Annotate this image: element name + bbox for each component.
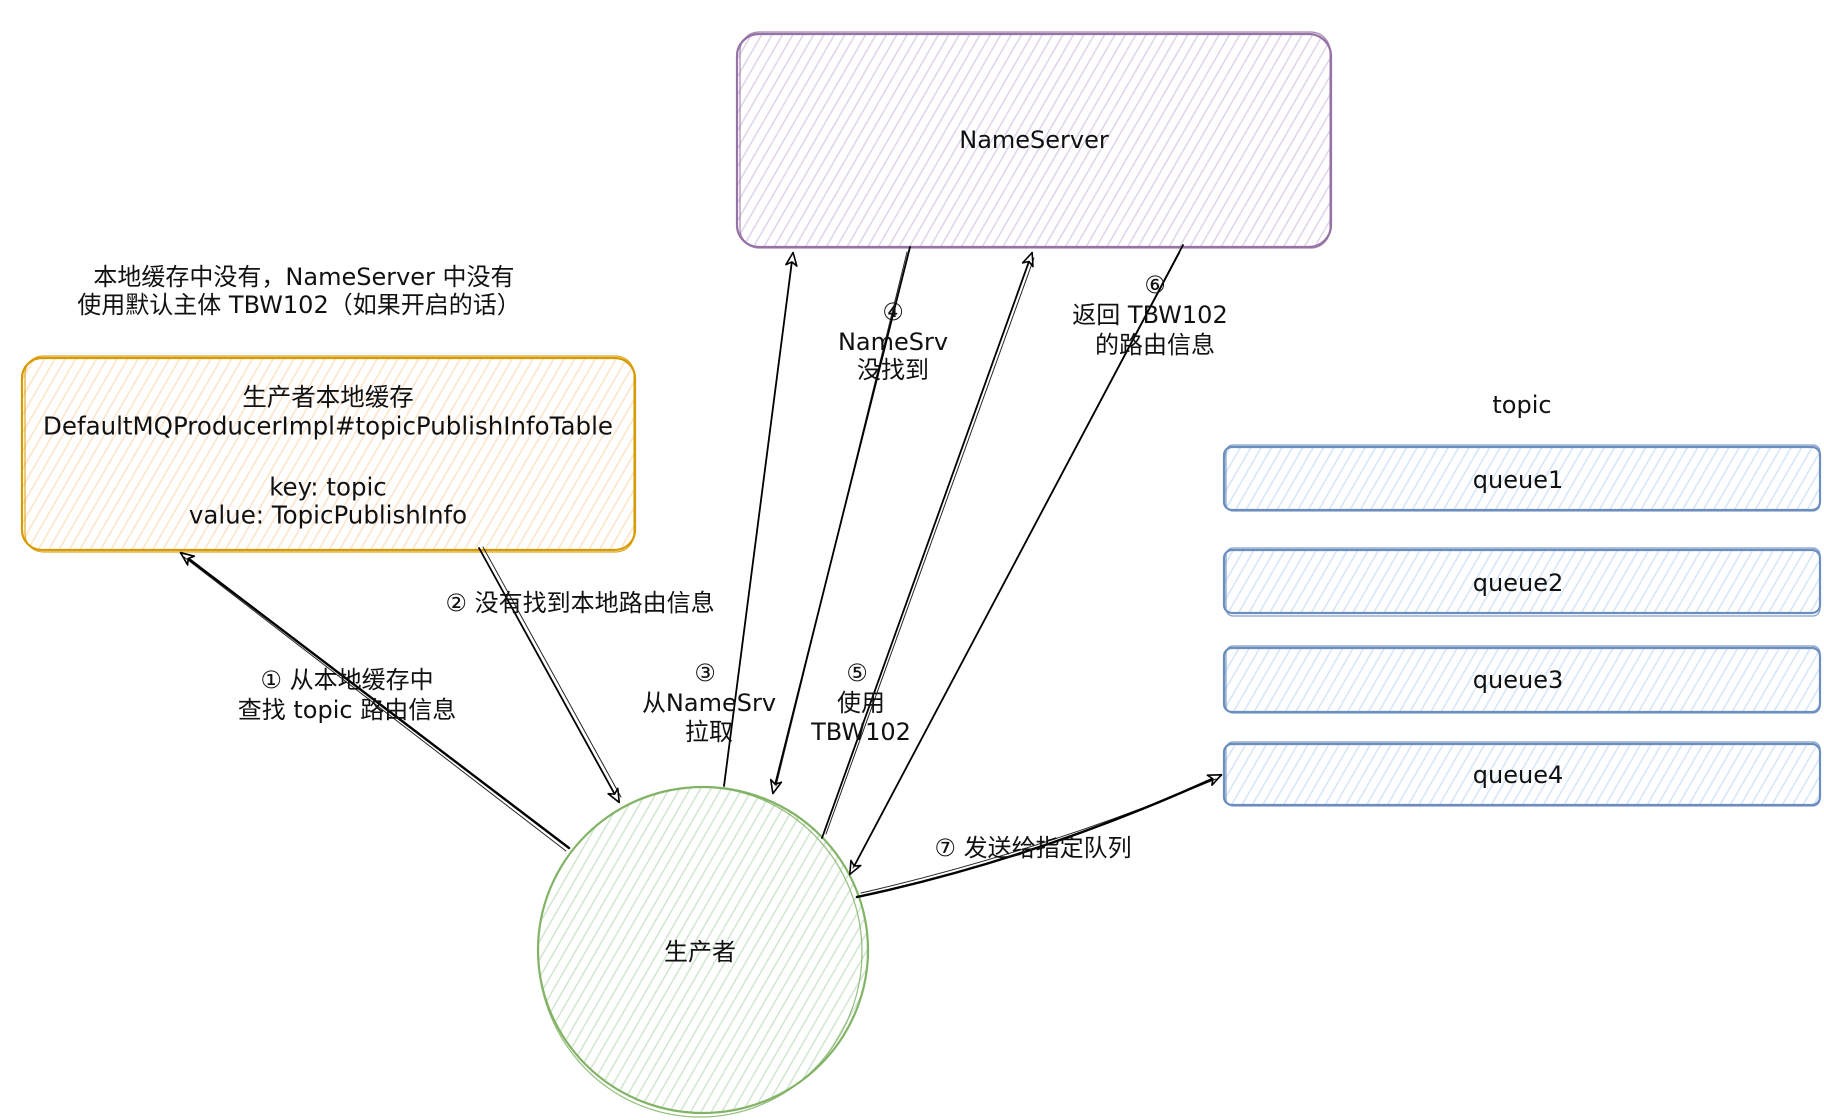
edge-step-2-sketch — [482, 546, 622, 798]
queue-node: queue2 — [1222, 547, 1822, 617]
edge-step-4-label: 没找到 — [857, 356, 929, 384]
edge-step-4: ④ NameSrv 没找到 — [769, 246, 948, 795]
queue-node: queue1 — [1222, 444, 1822, 512]
producer-cache-key: key: topic — [269, 473, 387, 502]
queue-node: queue3 — [1222, 645, 1822, 714]
producer-label: 生产者 — [664, 938, 736, 966]
edge-step-5-sketch — [825, 257, 1035, 835]
queue-box-sketch — [1225, 444, 1821, 512]
edge-step-4-sketch — [775, 251, 908, 787]
producer-node: 生产者 — [536, 785, 870, 1118]
queue-box-sketch — [1225, 741, 1821, 807]
edge-step-6-sketch — [852, 251, 1181, 869]
edge-step-3: ③ 从NameSrv 拉取 — [642, 251, 798, 787]
nameserver-label: NameServer — [959, 126, 1109, 154]
queue-label: queue1 — [1473, 466, 1563, 494]
caption-note: 本地缓存中没有，NameServer 中没有 使用默认主体 TBW102（如果开… — [77, 263, 520, 319]
edge-step-5-label: TBW102 — [810, 718, 911, 746]
edge-step-3-label: 从NameSrv — [642, 689, 776, 717]
edge-step-4-label: NameSrv — [838, 328, 948, 356]
edge-step-6-label: ⑥ — [1144, 271, 1166, 299]
topic-group: topic queue1 queue2 queue3 queue4 — [1222, 391, 1822, 807]
topic-title: topic — [1492, 391, 1551, 419]
queue-node: queue4 — [1222, 741, 1822, 807]
edge-step-7-label: ⑦ 发送给指定队列 — [934, 834, 1131, 862]
caption-line: 使用默认主体 TBW102（如果开启的话） — [77, 291, 520, 319]
edge-step-5-arrow — [821, 251, 1034, 839]
producer-cache-box-sketch — [24, 355, 635, 553]
producer-cache-title: 生产者本地缓存 — [242, 383, 414, 412]
queue-label: queue3 — [1473, 666, 1563, 694]
edge-step-1-label: 查找 topic 路由信息 — [238, 696, 456, 724]
edge-step-3-label: 拉取 — [685, 718, 733, 746]
producer-circle-sketch — [537, 786, 863, 1118]
edge-step-7: ⑦ 发送给指定队列 — [855, 773, 1223, 899]
edge-step-3-arrow — [723, 251, 798, 787]
nameserver-box — [735, 32, 1333, 249]
nameserver-node: NameServer — [735, 31, 1333, 249]
edge-step-6: ⑥ 返回 TBW102 的路由信息 — [848, 244, 1228, 876]
producer-cache-node: 生产者本地缓存 DefaultMQProducerImpl#topicPubli… — [20, 355, 637, 553]
edge-step-5-label: 使用 — [837, 689, 885, 717]
queue-box-sketch — [1225, 547, 1821, 617]
edge-step-1-arrow — [179, 551, 571, 850]
caption-line: 本地缓存中没有，NameServer 中没有 — [93, 263, 514, 291]
producer-cache-box — [20, 356, 637, 552]
edge-step-5: ⑤ 使用 TBW102 — [810, 251, 1035, 839]
queue-label: queue4 — [1473, 761, 1563, 789]
edge-step-1: ① 从本地缓存中 查找 topic 路由信息 — [179, 551, 571, 852]
edge-step-1-sketch — [183, 556, 567, 852]
edge-step-1-label: ① 从本地缓存中 — [260, 666, 433, 694]
queue-box-sketch — [1225, 645, 1821, 714]
edge-step-3-label: ③ — [694, 659, 716, 687]
queue-label: queue2 — [1473, 569, 1563, 597]
producer-cache-class: DefaultMQProducerImpl#topicPublishInfoTa… — [43, 412, 613, 441]
edge-step-6-label: 返回 TBW102 — [1072, 301, 1227, 329]
edge-step-2-label: ② 没有找到本地路由信息 — [445, 589, 714, 617]
edge-step-7-sketch — [860, 778, 1217, 894]
edge-step-2-arrow — [478, 547, 621, 804]
edge-step-2: ② 没有找到本地路由信息 — [445, 546, 715, 804]
nameserver-box-sketch — [739, 31, 1331, 249]
edge-step-5-label: ⑤ — [846, 659, 868, 687]
producer-cache-value: value: TopicPublishInfo — [189, 501, 467, 530]
edge-step-6-label: 的路由信息 — [1095, 331, 1215, 359]
edge-step-4-label: ④ — [882, 298, 904, 326]
